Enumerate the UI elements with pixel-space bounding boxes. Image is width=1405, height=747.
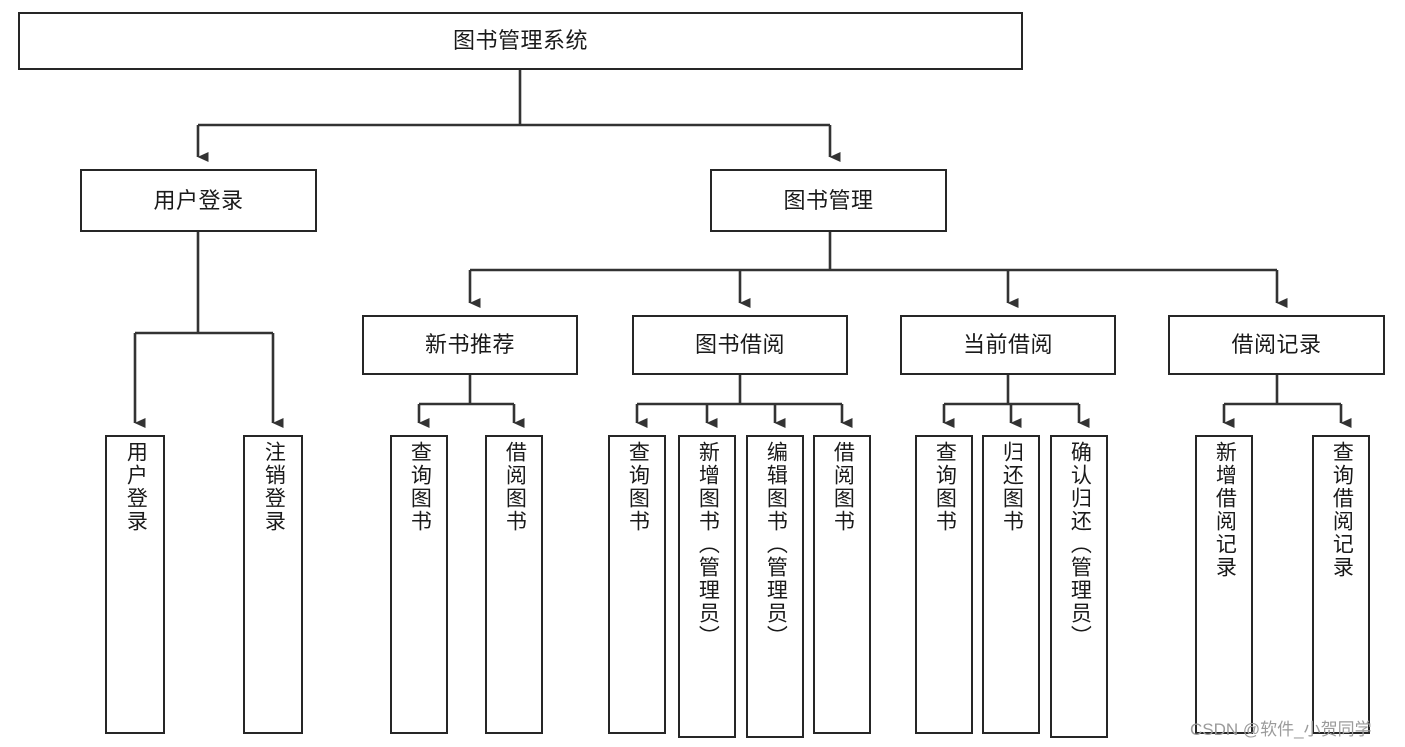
node-leaf-edit-book[interactable]: 编辑图书（管理员） bbox=[746, 435, 804, 738]
node-leaf-query-borrow-record[interactable]: 查询借阅记录 bbox=[1312, 435, 1370, 734]
node-label: 编辑图书（管理员） bbox=[764, 441, 788, 648]
node-label: 查询图书 bbox=[933, 441, 957, 533]
node-label: 查询图书 bbox=[408, 441, 432, 533]
node-label: 新增借阅记录 bbox=[1213, 441, 1237, 579]
node-leaf-query-book-1[interactable]: 查询图书 bbox=[390, 435, 448, 734]
node-label: 查询借阅记录 bbox=[1330, 441, 1354, 579]
node-label: 新书推荐 bbox=[424, 332, 515, 358]
node-label: 用户登录 bbox=[124, 441, 148, 533]
node-leaf-borrow-book-1[interactable]: 借阅图书 bbox=[485, 435, 543, 734]
node-label: 注销登录 bbox=[262, 441, 286, 533]
node-label: 当前借阅 bbox=[962, 332, 1053, 358]
node-borrow-record[interactable]: 借阅记录 bbox=[1168, 315, 1385, 375]
node-book-borrow[interactable]: 图书借阅 bbox=[632, 315, 848, 375]
node-label: 用户登录 bbox=[153, 187, 244, 213]
node-new-book-recommend[interactable]: 新书推荐 bbox=[362, 315, 578, 375]
node-label: 查询图书 bbox=[626, 441, 650, 533]
node-leaf-add-borrow-record[interactable]: 新增借阅记录 bbox=[1195, 435, 1253, 734]
node-label: 图书借阅 bbox=[694, 332, 785, 358]
node-leaf-return-book[interactable]: 归还图书 bbox=[982, 435, 1040, 734]
node-leaf-add-book[interactable]: 新增图书（管理员） bbox=[678, 435, 736, 738]
node-leaf-logout[interactable]: 注销登录 bbox=[243, 435, 303, 734]
csdn-watermark: CSDN @软件_小贺同学 bbox=[1190, 720, 1372, 739]
node-book-manage[interactable]: 图书管理 bbox=[710, 169, 947, 232]
node-leaf-confirm-return[interactable]: 确认归还（管理员） bbox=[1050, 435, 1108, 738]
node-label: 新增图书（管理员） bbox=[696, 441, 720, 648]
node-label: 归还图书 bbox=[1000, 441, 1024, 533]
node-current-borrow[interactable]: 当前借阅 bbox=[900, 315, 1116, 375]
node-root-system[interactable]: 图书管理系统 bbox=[18, 12, 1023, 70]
node-leaf-query-book-3[interactable]: 查询图书 bbox=[915, 435, 973, 734]
node-label: 借阅图书 bbox=[831, 441, 855, 533]
node-user-login[interactable]: 用户登录 bbox=[80, 169, 317, 232]
node-leaf-user-login[interactable]: 用户登录 bbox=[105, 435, 165, 734]
node-label: 借阅图书 bbox=[503, 441, 527, 533]
node-leaf-borrow-book-2[interactable]: 借阅图书 bbox=[813, 435, 871, 734]
node-label: 图书管理 bbox=[783, 187, 874, 213]
node-leaf-query-book-2[interactable]: 查询图书 bbox=[608, 435, 666, 734]
node-label: 借阅记录 bbox=[1231, 332, 1322, 358]
node-label: 图书管理系统 bbox=[452, 28, 588, 54]
node-label: 确认归还（管理员） bbox=[1068, 441, 1092, 648]
